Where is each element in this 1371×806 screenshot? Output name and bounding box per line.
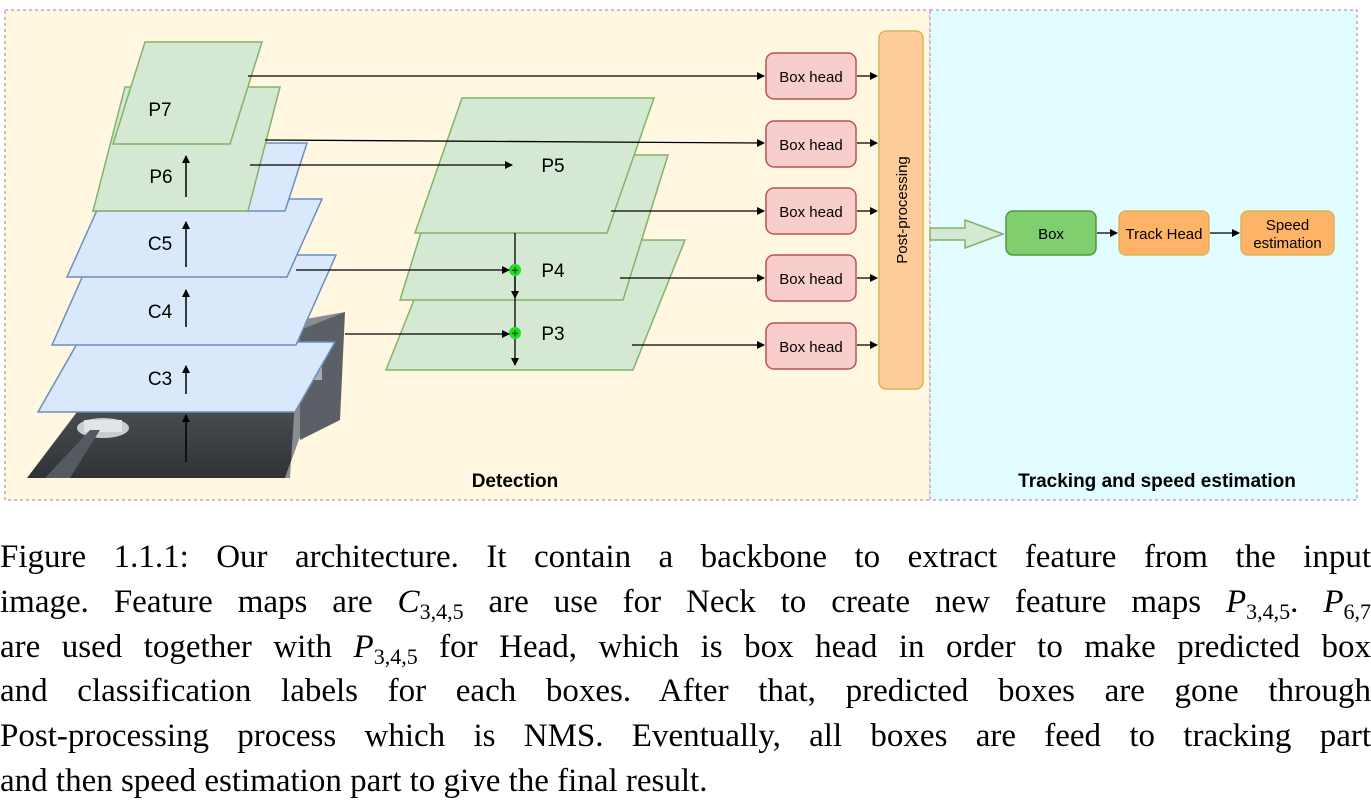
post-processing-block: Post-processing (878, 30, 924, 390)
figure-caption: Figure 1.1.1: Our architecture. It conta… (0, 535, 1371, 804)
neck-layer-p5: P5 (413, 97, 656, 234)
tracking-label: Tracking and speed estimation (1018, 471, 1296, 492)
box-head-2: Box head (765, 120, 857, 168)
box-head-5: Box head (765, 322, 857, 370)
box-head-3: Box head (765, 187, 857, 235)
svg-text:P4: P4 (541, 261, 565, 282)
svg-text:+: + (511, 327, 518, 341)
svg-text:Box head: Box head (779, 339, 842, 356)
svg-text:Box head: Box head (779, 137, 842, 154)
track-head-node: Track Head (1118, 210, 1210, 256)
svg-text:Post-processing: Post-processing (894, 156, 911, 264)
svg-text:Box head: Box head (779, 69, 842, 86)
caption-line-6: and then speed estimation part to give t… (0, 762, 708, 799)
svg-text:P3: P3 (541, 324, 564, 345)
caption-line-4: and classification labels for each boxes… (0, 673, 1371, 710)
caption-line-3: are used together with P3,4,5 for Head, … (0, 628, 1371, 669)
svg-text:Box: Box (1038, 226, 1064, 243)
box-node: Box (1005, 210, 1097, 256)
backbone-layer-c3: C3 (36, 341, 337, 413)
svg-text:C4: C4 (148, 302, 173, 323)
backbone-layer-p7: P7 (111, 41, 264, 145)
backbone-layer-c5: C5 (65, 198, 324, 278)
svg-text:Speed: Speed (1266, 217, 1309, 234)
svg-text:estimation: estimation (1253, 235, 1321, 252)
caption-line-2: image. Feature maps are C3,4,5 are use f… (0, 583, 1371, 624)
box-head-1: Box head (765, 52, 857, 100)
svg-text:P7: P7 (148, 100, 171, 121)
caption-line-5: Post-processing process which is NMS. Ev… (0, 718, 1371, 755)
svg-text:C3: C3 (148, 369, 172, 390)
add-node-p4 (509, 264, 521, 276)
speed-estimation-node: Speed estimation (1240, 210, 1335, 256)
detection-label: Detection (472, 471, 559, 492)
svg-text:Track Head: Track Head (1126, 226, 1203, 243)
caption-line-1: Figure 1.1.1: Our architecture. It conta… (0, 539, 1371, 575)
svg-text:C5: C5 (148, 234, 172, 255)
svg-text:+: + (511, 264, 518, 278)
transition-arrow (929, 218, 1006, 250)
svg-text:Box head: Box head (779, 204, 842, 221)
svg-text:P5: P5 (541, 156, 564, 177)
box-head-4: Box head (765, 254, 857, 302)
svg-text:Box head: Box head (779, 271, 842, 288)
svg-text:P6: P6 (149, 167, 172, 188)
add-node-p3 (509, 327, 521, 339)
architecture-diagram: C3 C4 C5 P6 P7 P3 P4 P5 + + (4, 9, 1358, 501)
